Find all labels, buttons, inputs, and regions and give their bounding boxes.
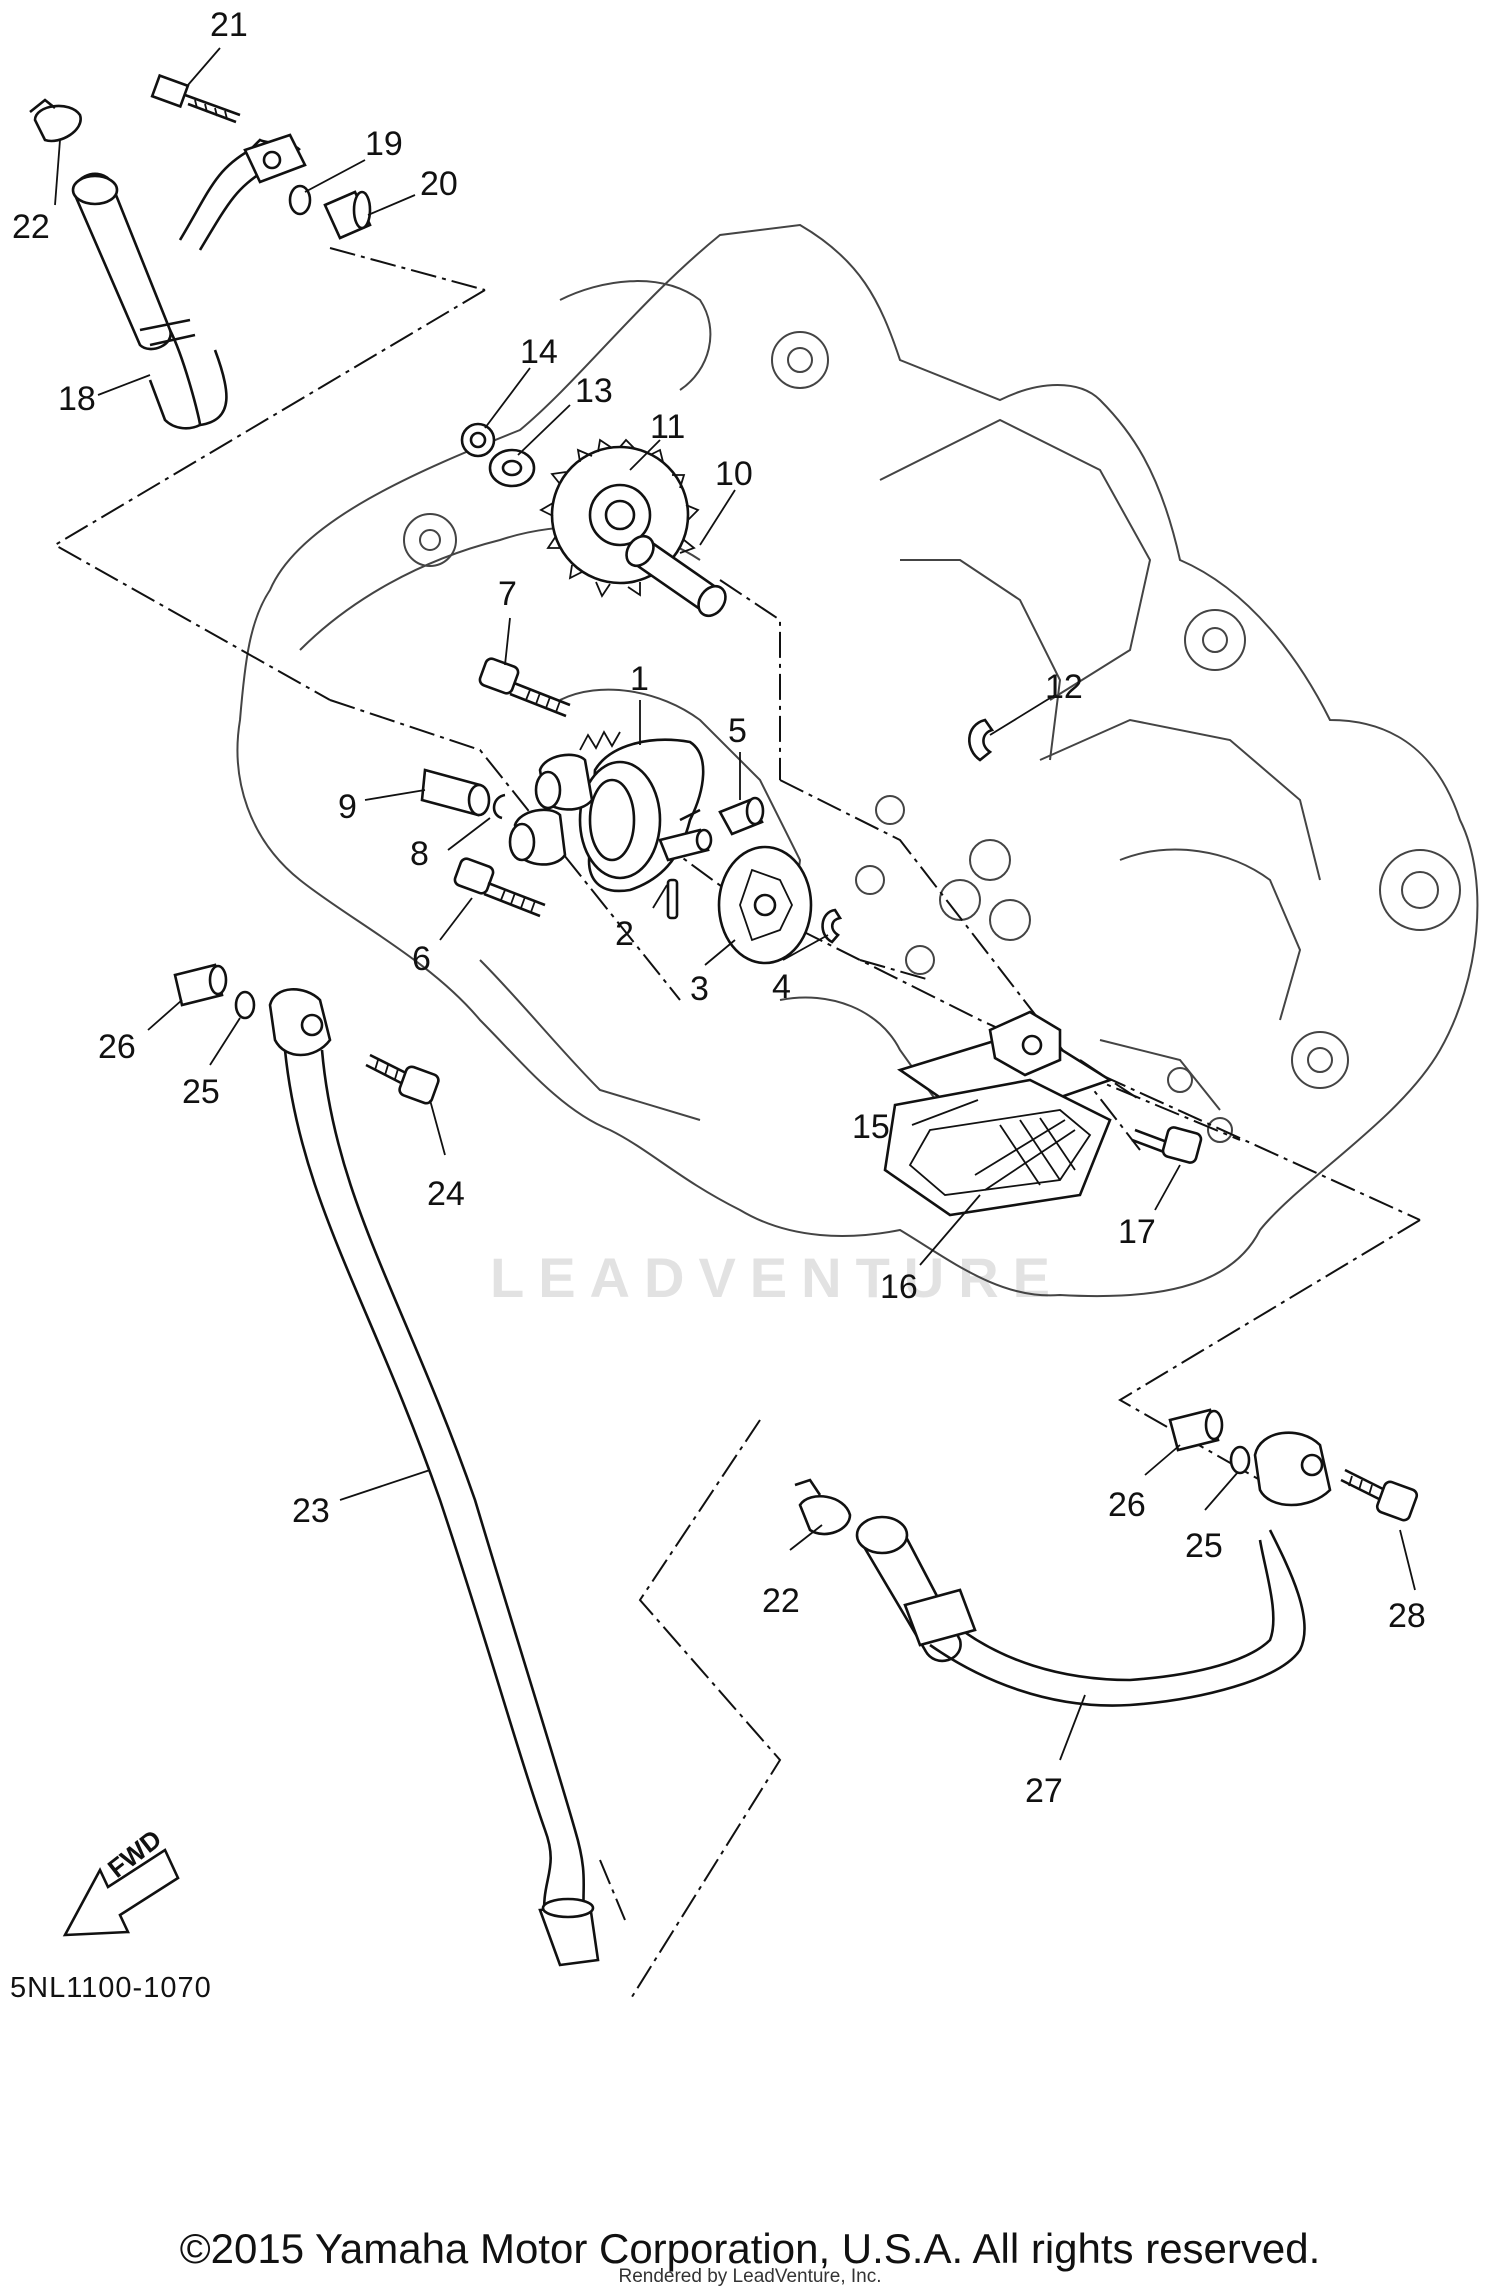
circlip-4 xyxy=(821,908,843,944)
collar-9 xyxy=(420,768,491,817)
hose-18 xyxy=(71,133,307,430)
elbow-fitting-right xyxy=(1253,1431,1332,1507)
collar-26-left xyxy=(173,963,228,1007)
callout-10: 10 xyxy=(715,455,753,493)
oil-strainer-16 xyxy=(883,1078,1112,1217)
callout-2: 2 xyxy=(615,915,634,953)
engine-crankcase xyxy=(236,223,1479,1298)
bolt-28 xyxy=(1340,1468,1419,1522)
callout-25-left: 25 xyxy=(182,1073,220,1111)
callout-9: 9 xyxy=(338,788,357,826)
callout-26-left: 26 xyxy=(98,1028,136,1066)
circlip-12 xyxy=(968,718,995,762)
callout-14: 14 xyxy=(520,333,558,371)
rendered-by-notice: Rendered by LeadVenture, Inc. xyxy=(618,2266,882,2287)
callout-22-top: 22 xyxy=(12,208,50,246)
reference-lines xyxy=(53,247,1421,2001)
callout-27: 27 xyxy=(1025,1772,1063,1810)
clamp-22-top xyxy=(29,98,82,143)
oil-pump-body-1 xyxy=(508,730,705,893)
callout-4: 4 xyxy=(772,968,791,1006)
callout-18: 18 xyxy=(58,380,96,418)
callout-19: 19 xyxy=(365,125,403,163)
leader-lines xyxy=(54,47,1416,1761)
fwd-arrow-icon xyxy=(62,1848,180,1937)
callout-28: 28 xyxy=(1388,1597,1426,1635)
callout-5: 5 xyxy=(728,712,747,750)
callout-21: 21 xyxy=(210,6,248,44)
bolt-6 xyxy=(453,857,546,918)
callout-22-bottom: 22 xyxy=(762,1582,800,1620)
callout-25-right: 25 xyxy=(1185,1527,1223,1565)
washer-13 xyxy=(488,448,536,488)
bolt-21 xyxy=(150,73,241,124)
callout-15: 15 xyxy=(852,1108,890,1146)
callout-20: 20 xyxy=(420,165,458,203)
callout-6: 6 xyxy=(412,940,431,978)
callout-16: 16 xyxy=(880,1268,918,1306)
callout-7: 7 xyxy=(498,575,517,613)
callout-8: 8 xyxy=(410,835,429,873)
diagram-code: 5NL1100-1070 xyxy=(10,1972,212,2004)
callout-1: 1 xyxy=(630,660,649,698)
collar-26-right xyxy=(1168,1408,1224,1452)
hose-27 xyxy=(855,1515,1306,1707)
elbow-fitting-left xyxy=(268,988,332,1057)
pump-shaft xyxy=(658,828,713,862)
bolt-24 xyxy=(365,1053,440,1105)
callout-12: 12 xyxy=(1045,668,1083,706)
o-ring-25-right xyxy=(1229,1445,1251,1475)
shaft-10 xyxy=(625,534,727,618)
callout-3: 3 xyxy=(690,970,709,1008)
dowel-5 xyxy=(718,796,765,836)
o-ring-25-left xyxy=(234,990,256,1020)
callout-24: 24 xyxy=(427,1175,465,1213)
watermark-text: LEADVENTURE xyxy=(490,1246,1065,1309)
clamp-22-bottom xyxy=(794,1478,852,1536)
rotor-3 xyxy=(717,845,813,965)
callout-numbers: 1 2 3 4 5 6 7 8 9 10 11 12 13 14 15 16 1… xyxy=(12,6,1426,1810)
o-ring-19 xyxy=(288,184,312,216)
callout-23: 23 xyxy=(292,1492,330,1530)
bolt-7 xyxy=(478,657,571,718)
pin-2 xyxy=(666,878,679,920)
callout-11: 11 xyxy=(650,408,685,446)
copyright-notice: ©2015 Yamaha Motor Corporation, U.S.A. A… xyxy=(179,2225,1321,2272)
collar-20 xyxy=(323,190,372,240)
bolt-17 xyxy=(1131,1126,1203,1164)
o-ring-8 xyxy=(492,793,506,820)
callout-13: 13 xyxy=(575,372,613,410)
callout-17: 17 xyxy=(1118,1213,1156,1251)
hose-23 xyxy=(283,1049,600,1967)
circlip-14 xyxy=(460,422,496,458)
callout-26-right: 26 xyxy=(1108,1486,1146,1524)
